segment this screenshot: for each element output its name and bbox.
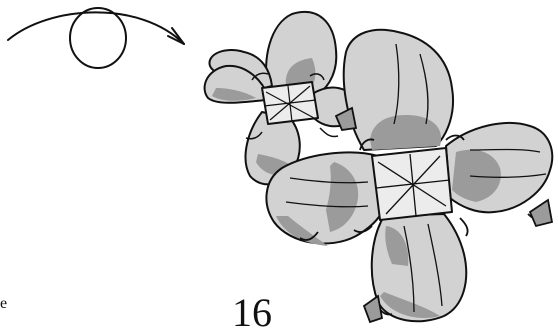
turn-over-icon (8, 8, 184, 68)
edge-text: e (0, 296, 7, 312)
turn-over-arrow-arc (8, 12, 184, 44)
origami-diagram (0, 0, 558, 327)
step-number: 16 (232, 293, 272, 333)
turn-over-circle (70, 8, 126, 68)
